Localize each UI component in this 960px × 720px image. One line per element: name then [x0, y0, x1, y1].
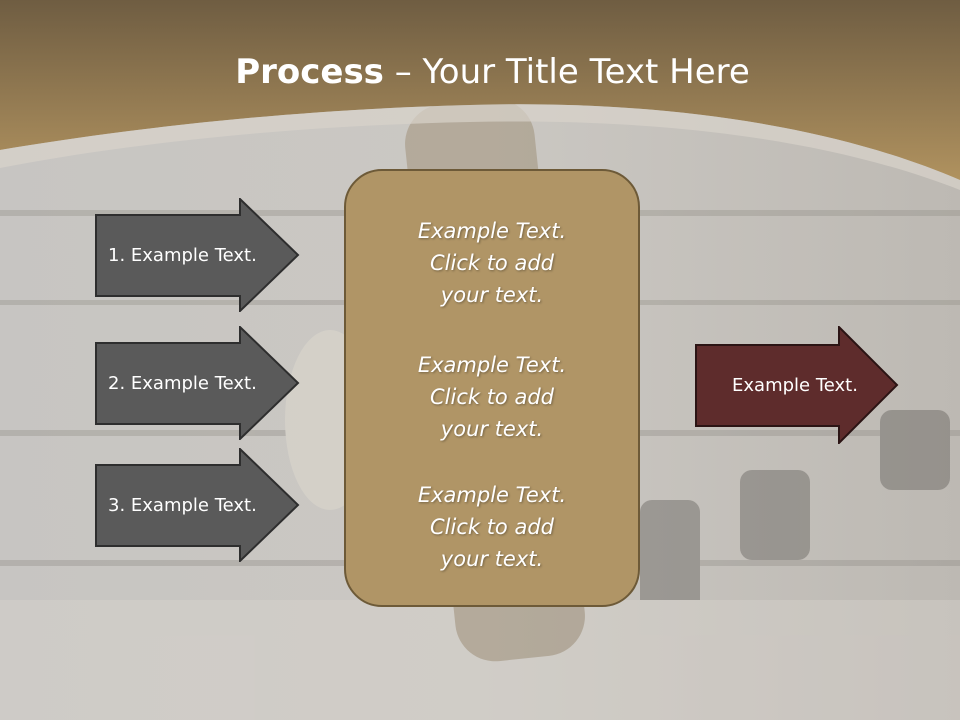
center-block-1: Example Text. Click to add your text. [346, 215, 638, 311]
slide-title: Process – Your Title Text Here [0, 52, 960, 92]
right-arrow[interactable]: Example Text. [695, 326, 900, 444]
arrow-shape [695, 326, 899, 444]
center-block-2-line1: Example Text. [417, 353, 567, 377]
left-arrow-2-label: 2. Example Text. [108, 372, 257, 394]
center-block-3-line1: Example Text. [417, 483, 567, 507]
center-text-box[interactable]: Example Text. Click to add your text. Ex… [344, 169, 640, 607]
arrow-shape [95, 198, 300, 312]
left-arrow-3[interactable]: 3. Example Text. [95, 448, 300, 562]
right-arrow-label: Example Text. [732, 374, 858, 396]
center-block-1-line1: Example Text. [417, 219, 567, 243]
center-block-2-line3: your text. [440, 417, 544, 441]
center-block-2: Example Text. Click to add your text. [346, 349, 638, 445]
center-block-1-line2: Click to add [429, 251, 554, 275]
center-block-3: Example Text. Click to add your text. [346, 479, 638, 575]
center-block-2-line2: Click to add [429, 385, 554, 409]
left-arrow-3-label: 3. Example Text. [108, 494, 257, 516]
left-arrow-2[interactable]: 2. Example Text. [95, 326, 300, 440]
title-bold: Process [235, 52, 384, 92]
arrow-shape [95, 326, 300, 440]
left-arrow-1[interactable]: 1. Example Text. [95, 198, 300, 312]
center-block-3-line3: your text. [440, 547, 544, 571]
left-arrow-1-label: 1. Example Text. [108, 244, 257, 266]
arrow-shape [95, 448, 300, 562]
center-block-1-line3: your text. [440, 283, 544, 307]
title-rest: – Your Title Text Here [383, 52, 750, 92]
center-block-3-line2: Click to add [429, 515, 554, 539]
